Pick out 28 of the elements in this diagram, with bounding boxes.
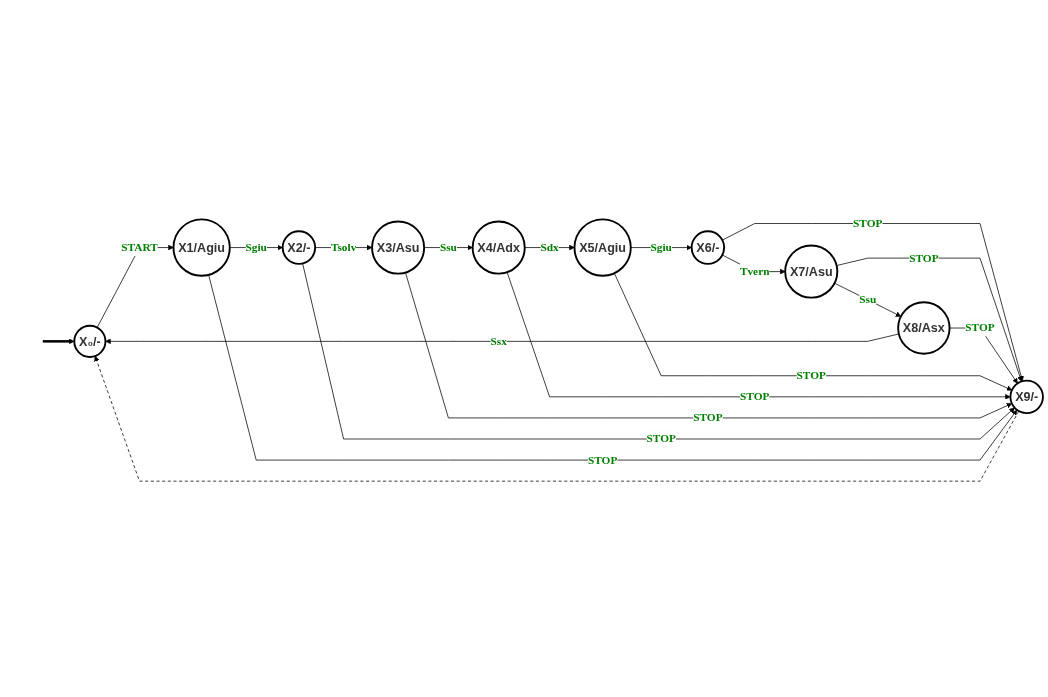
edge-label: Tsolv — [330, 241, 357, 254]
edge-label: STOP — [965, 321, 995, 335]
node-circle: X1/Agiu — [172, 218, 231, 278]
edge-label: STOP — [909, 251, 939, 265]
edge-label: START — [121, 241, 158, 254]
edge-label: STOP — [796, 369, 826, 383]
node-circle: X6/- — [690, 230, 726, 266]
edge-label: STOP — [739, 390, 770, 404]
node-circle: X₀/- — [73, 325, 107, 359]
node-circle: X5/Agiu — [573, 218, 632, 278]
edge-label: Sgiu — [245, 241, 267, 254]
edge-label: Sdx — [540, 241, 559, 254]
node-circle: X9/- — [1009, 380, 1044, 415]
edge-label: STOP — [693, 411, 723, 425]
edge-label: Ssu — [439, 241, 457, 254]
node-circle: X3/Asu — [371, 220, 426, 275]
edge-label: Tvern — [739, 265, 770, 278]
edge-label: Sgiu — [650, 241, 672, 254]
node-circle: X4/Adx — [471, 220, 526, 275]
edge-label: Ssx — [490, 335, 507, 348]
edge-label: Ssu — [859, 293, 877, 307]
node-circle: X8/Asx — [897, 301, 951, 356]
edge-label: STOP — [587, 453, 618, 467]
edge-label: STOP — [646, 432, 676, 446]
arrow — [42, 338, 75, 345]
node-circle: X2/- — [281, 230, 317, 266]
node-circle: X7/Asu — [784, 245, 839, 299]
edge-label: STOP — [853, 217, 883, 230]
